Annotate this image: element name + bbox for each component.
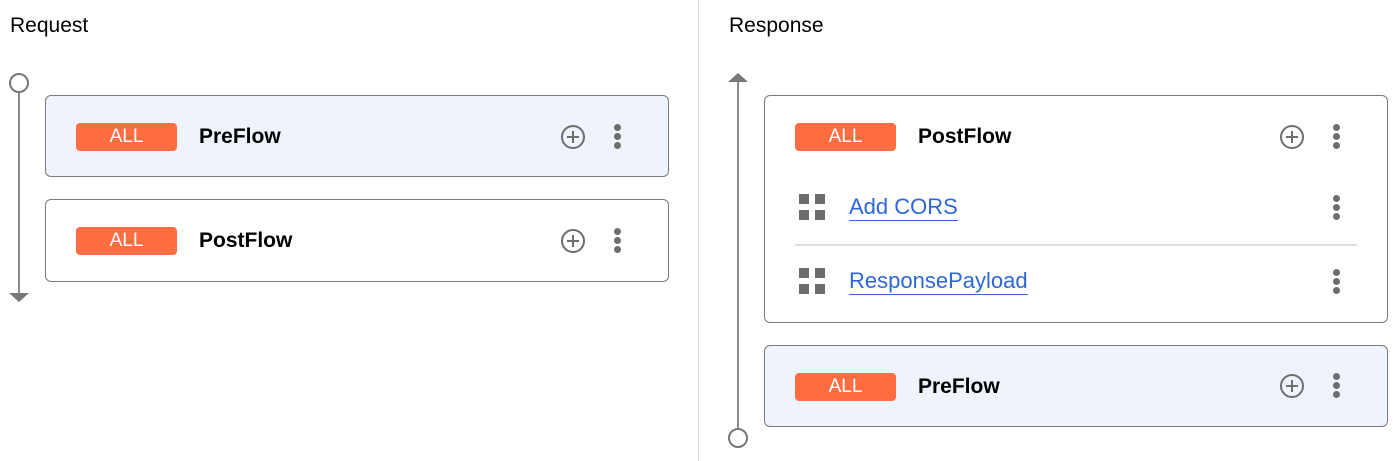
- timeline-start-icon: [728, 428, 748, 448]
- request-title: Request: [10, 14, 89, 37]
- flow-name: PostFlow: [918, 125, 1012, 148]
- arrow-up-icon: [728, 73, 748, 82]
- policy-icon: [799, 268, 825, 294]
- add-step-icon[interactable]: [561, 125, 585, 149]
- arrow-down-icon: [9, 293, 29, 302]
- policy-icon: [799, 194, 825, 220]
- more-menu-icon[interactable]: [1332, 373, 1340, 399]
- more-menu-icon[interactable]: [1332, 269, 1340, 295]
- flow-name: PreFlow: [918, 375, 1000, 398]
- panel-divider: [698, 0, 699, 461]
- add-step-icon[interactable]: [561, 229, 585, 253]
- response-postflow-card[interactable]: ALL PostFlow Add CORS ResponsePayload: [764, 95, 1388, 323]
- more-menu-icon[interactable]: [1332, 124, 1340, 150]
- response-timeline: [737, 82, 739, 430]
- policy-link-add-cors[interactable]: Add CORS: [849, 194, 958, 221]
- response-preflow-card[interactable]: ALL PreFlow: [764, 345, 1388, 427]
- add-step-icon[interactable]: [1280, 374, 1304, 398]
- method-badge: ALL: [76, 227, 177, 255]
- more-menu-icon[interactable]: [1332, 195, 1340, 221]
- more-menu-icon[interactable]: [613, 124, 621, 150]
- policy-link-response-payload[interactable]: ResponsePayload: [849, 268, 1028, 295]
- flow-name: PreFlow: [199, 125, 281, 148]
- method-badge: ALL: [795, 373, 896, 401]
- request-postflow-card[interactable]: ALL PostFlow: [45, 199, 669, 282]
- method-badge: ALL: [795, 123, 896, 151]
- response-title: Response: [729, 14, 824, 37]
- request-preflow-card[interactable]: ALL PreFlow: [45, 95, 669, 177]
- add-step-icon[interactable]: [1280, 125, 1304, 149]
- flow-name: PostFlow: [199, 229, 293, 252]
- row-divider: [795, 244, 1357, 246]
- method-badge: ALL: [76, 123, 177, 151]
- request-timeline: [18, 92, 20, 294]
- timeline-start-icon: [9, 73, 29, 93]
- more-menu-icon[interactable]: [613, 228, 621, 254]
